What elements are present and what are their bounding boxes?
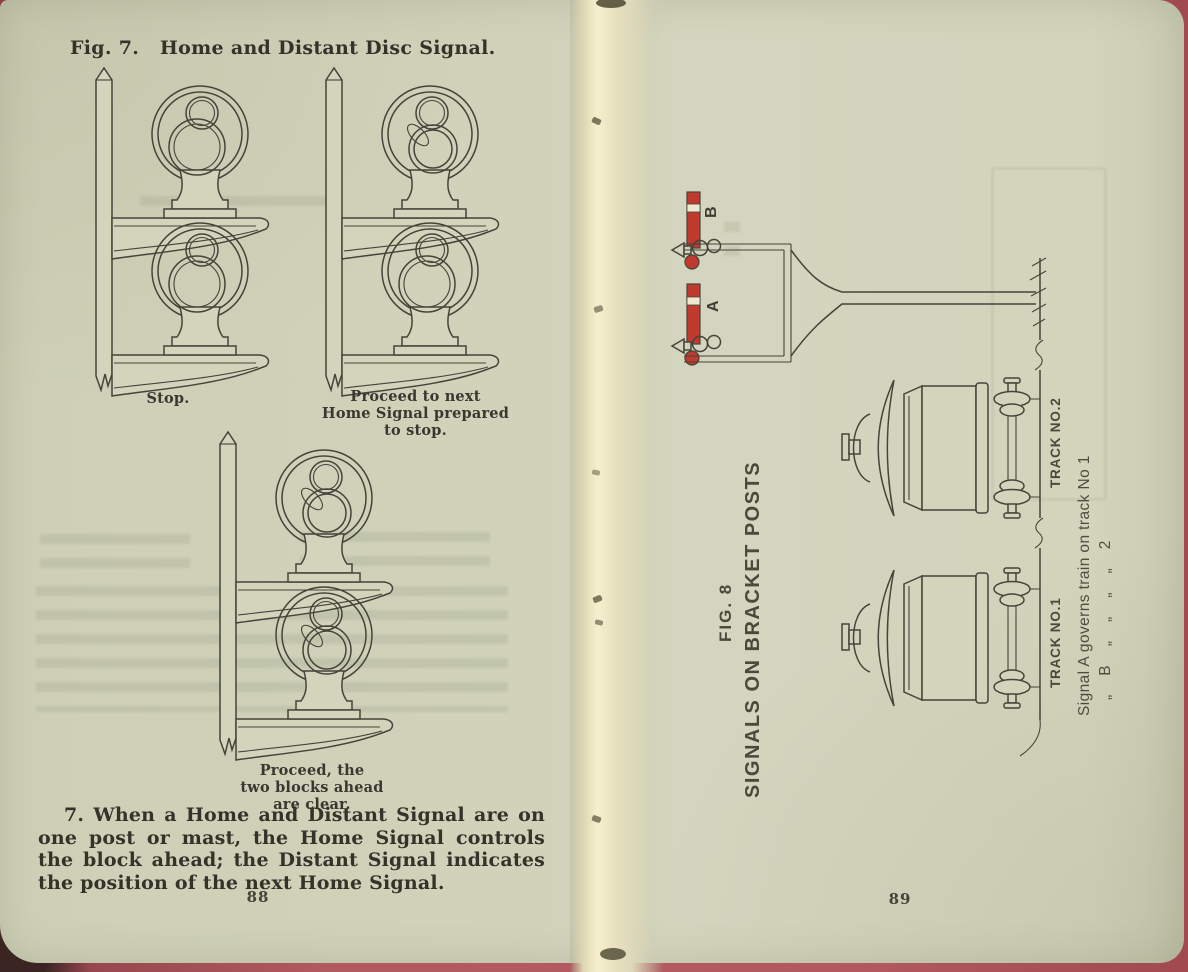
book-gutter — [570, 0, 664, 972]
stitch-mark — [593, 304, 604, 314]
figure-8-title: SIGNALS ON BRACKET POSTS — [742, 460, 764, 798]
semaphore-arm-b — [686, 191, 701, 249]
figure-8-caption-line-1: Signal A governs train on track No 1 — [1076, 455, 1093, 716]
signal-a-label: A — [705, 300, 722, 312]
figure-8-label: FIG. 8 — [716, 582, 735, 642]
page-number-left: 88 — [246, 888, 270, 906]
track-no-2-label: TRACK NO.2 — [1048, 397, 1063, 488]
signal-caption-stop: Stop. — [146, 390, 190, 407]
stitch-mark — [592, 594, 603, 604]
figure-8-caption-line-2: „ B „ „ „ „ 2 — [1097, 540, 1114, 700]
home-disc-unit — [151, 85, 249, 219]
bracket-post-figure-drawing — [671, 191, 1047, 757]
locomotive-track-1 — [841, 567, 1041, 709]
stitch-mark — [596, 0, 626, 8]
page-number-right: 89 — [888, 890, 912, 908]
ground-line — [1019, 258, 1044, 757]
bracket-shelf — [235, 718, 394, 761]
disc-signal-proceed-clear-drawing — [219, 431, 394, 761]
signal-post — [325, 67, 343, 391]
disc-signal-stop-drawing — [95, 67, 270, 397]
disc-signal-proceed-prepared-drawing — [325, 67, 500, 397]
stitch-mark — [591, 814, 602, 824]
signal-caption-proceed-clear: Proceed, the two blocks ahead are clear. — [240, 762, 384, 813]
ground-hatching — [1029, 257, 1047, 327]
bleed-through-box — [992, 168, 1106, 500]
home-disc-unit — [275, 449, 373, 583]
stitch-mark — [591, 469, 601, 476]
stitch-mark — [600, 948, 626, 960]
track-no-1-label: TRACK NO.1 — [1048, 597, 1063, 688]
stitch-mark — [591, 116, 602, 126]
main-post — [790, 249, 1036, 357]
signal-post — [219, 431, 237, 755]
stitch-mark — [594, 619, 604, 626]
signal-caption-proceed-prepared: Proceed to next Home Signal prepared to … — [321, 388, 510, 439]
bleed-through-smudge — [40, 534, 190, 570]
figure-7-title: Fig. 7. Home and Distant Disc Signal. — [70, 37, 496, 59]
semaphore-arm-a — [686, 283, 701, 345]
home-disc-unit — [381, 85, 479, 219]
signal-b-label: B — [703, 206, 720, 218]
paragraph-7: 7. When a Home and Distant Signal are on… — [38, 804, 545, 894]
signal-post — [95, 67, 113, 391]
bracket-frame — [684, 243, 792, 363]
locomotive-track-2 — [841, 377, 1041, 519]
